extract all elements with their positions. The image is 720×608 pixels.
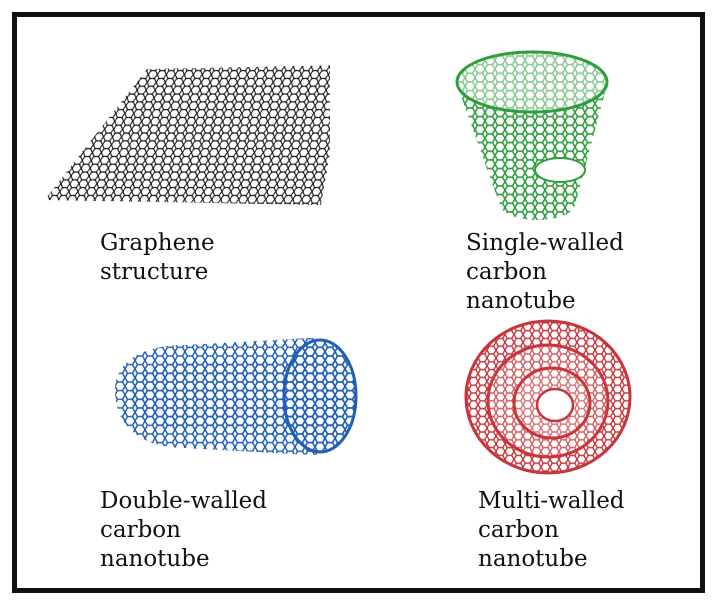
multi-walled-nanotube-illustration bbox=[464, 319, 632, 475]
caption-single-walled: Single-walled carbon nanotube bbox=[466, 230, 624, 314]
single-walled-nanotube-illustration bbox=[455, 50, 609, 220]
graphene-sheet-illustration bbox=[45, 65, 330, 205]
caption-double-walled: Double-walled carbon nanotube bbox=[100, 488, 268, 572]
caption-multi-walled: Multi-walled carbon nanotube bbox=[478, 488, 625, 572]
innermost-wall bbox=[535, 387, 575, 423]
nanotube-inner-opening bbox=[534, 157, 586, 183]
double-walled-nanotube-illustration bbox=[115, 338, 358, 455]
tube-end-opening bbox=[282, 338, 358, 454]
graphene-lattice bbox=[45, 65, 330, 205]
caption-graphene: Graphene structure bbox=[100, 230, 215, 285]
